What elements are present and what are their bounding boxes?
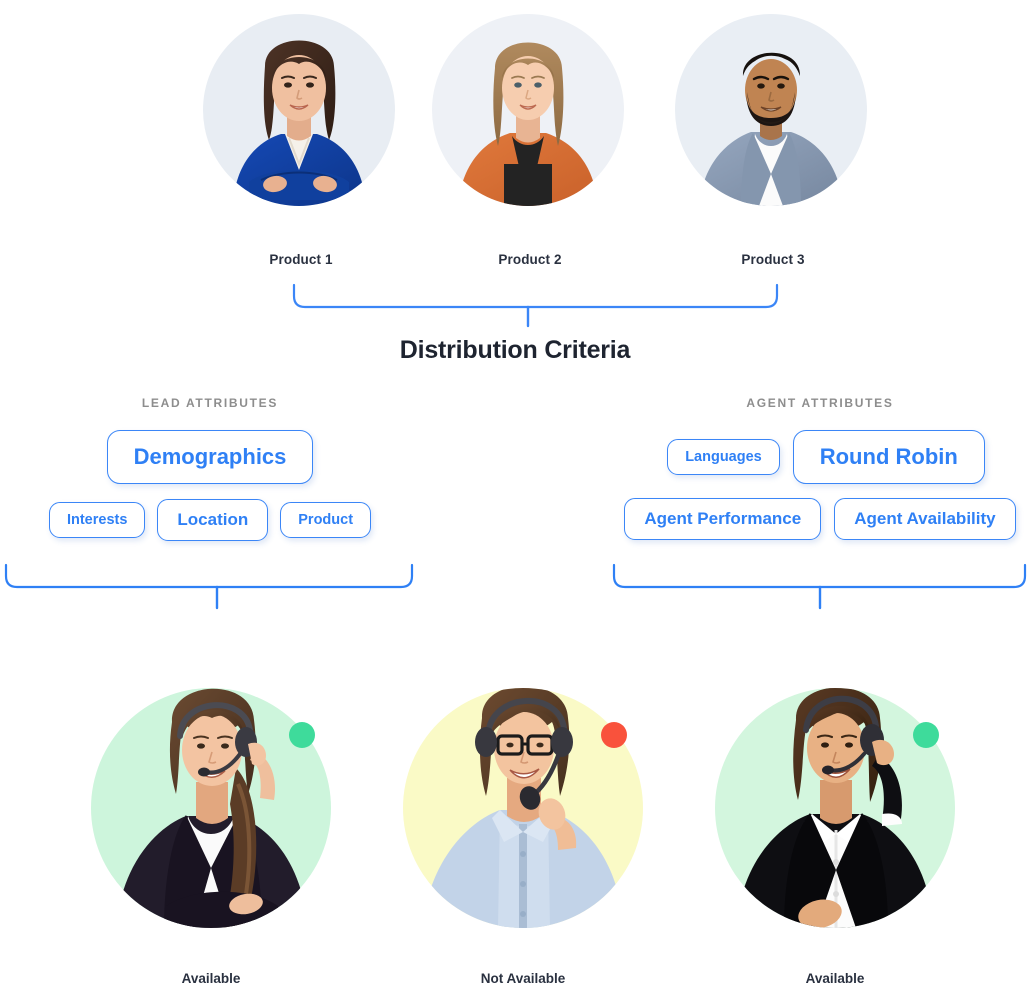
agent-card[interactable]: Available [712, 618, 958, 986]
products-to-criteria-bracket [288, 282, 783, 330]
agent-status-label: Available [181, 971, 241, 986]
product-portrait-2 [432, 14, 624, 206]
products-row: Product 1 [0, 8, 1030, 267]
agent-portrait-2 [403, 688, 643, 928]
lead-attribute-product[interactable]: Product [280, 502, 372, 538]
agent-portrait-1 [91, 688, 331, 928]
product-card[interactable]: Product 3 [675, 8, 871, 267]
agent-attribute-round-robin[interactable]: Round Robin [792, 430, 985, 484]
product-card[interactable]: Product 1 [203, 8, 399, 267]
agent-card[interactable]: Available [88, 618, 334, 986]
agent-attribute-languages[interactable]: Languages [667, 439, 780, 475]
agent-status-dot [913, 722, 939, 748]
lead-attributes-section: Lead Attributes Demographics Interests L… [0, 396, 420, 541]
agent-status-dot [601, 722, 627, 748]
agent-attribute-agent-performance[interactable]: Agent Performance [624, 498, 822, 540]
agent-portrait-3 [715, 688, 955, 928]
lead-attribute-location[interactable]: Location [157, 499, 269, 541]
lead-attributes-heading: Lead Attributes [141, 396, 279, 410]
agent-attributes-heading: Agent Attributes [746, 396, 894, 410]
agent-status-dot [289, 722, 315, 748]
agent-attributes-section: Agent Attributes Languages Round Robin A… [610, 396, 1030, 540]
page-title: Distribution Criteria [399, 336, 631, 364]
agent-card[interactable]: Not Available [400, 618, 646, 986]
lead-attribute-demographics[interactable]: Demographics [106, 430, 314, 484]
product-portrait-3 [675, 14, 867, 206]
product-label: Product 3 [741, 252, 805, 267]
lead-attribute-interests[interactable]: Interests [48, 502, 146, 538]
agents-row: Available [0, 618, 1030, 986]
lead-attributes-bracket [0, 562, 425, 614]
product-label: Product 2 [498, 252, 562, 267]
agent-status-label: Available [805, 971, 865, 986]
product-portrait-1 [203, 14, 395, 206]
product-label: Product 1 [269, 252, 333, 267]
agent-attributes-bracket [608, 562, 1030, 614]
product-card[interactable]: Product 2 [432, 8, 628, 267]
agent-status-label: Not Available [480, 971, 566, 986]
agent-attribute-agent-availability[interactable]: Agent Availability [834, 498, 1016, 540]
